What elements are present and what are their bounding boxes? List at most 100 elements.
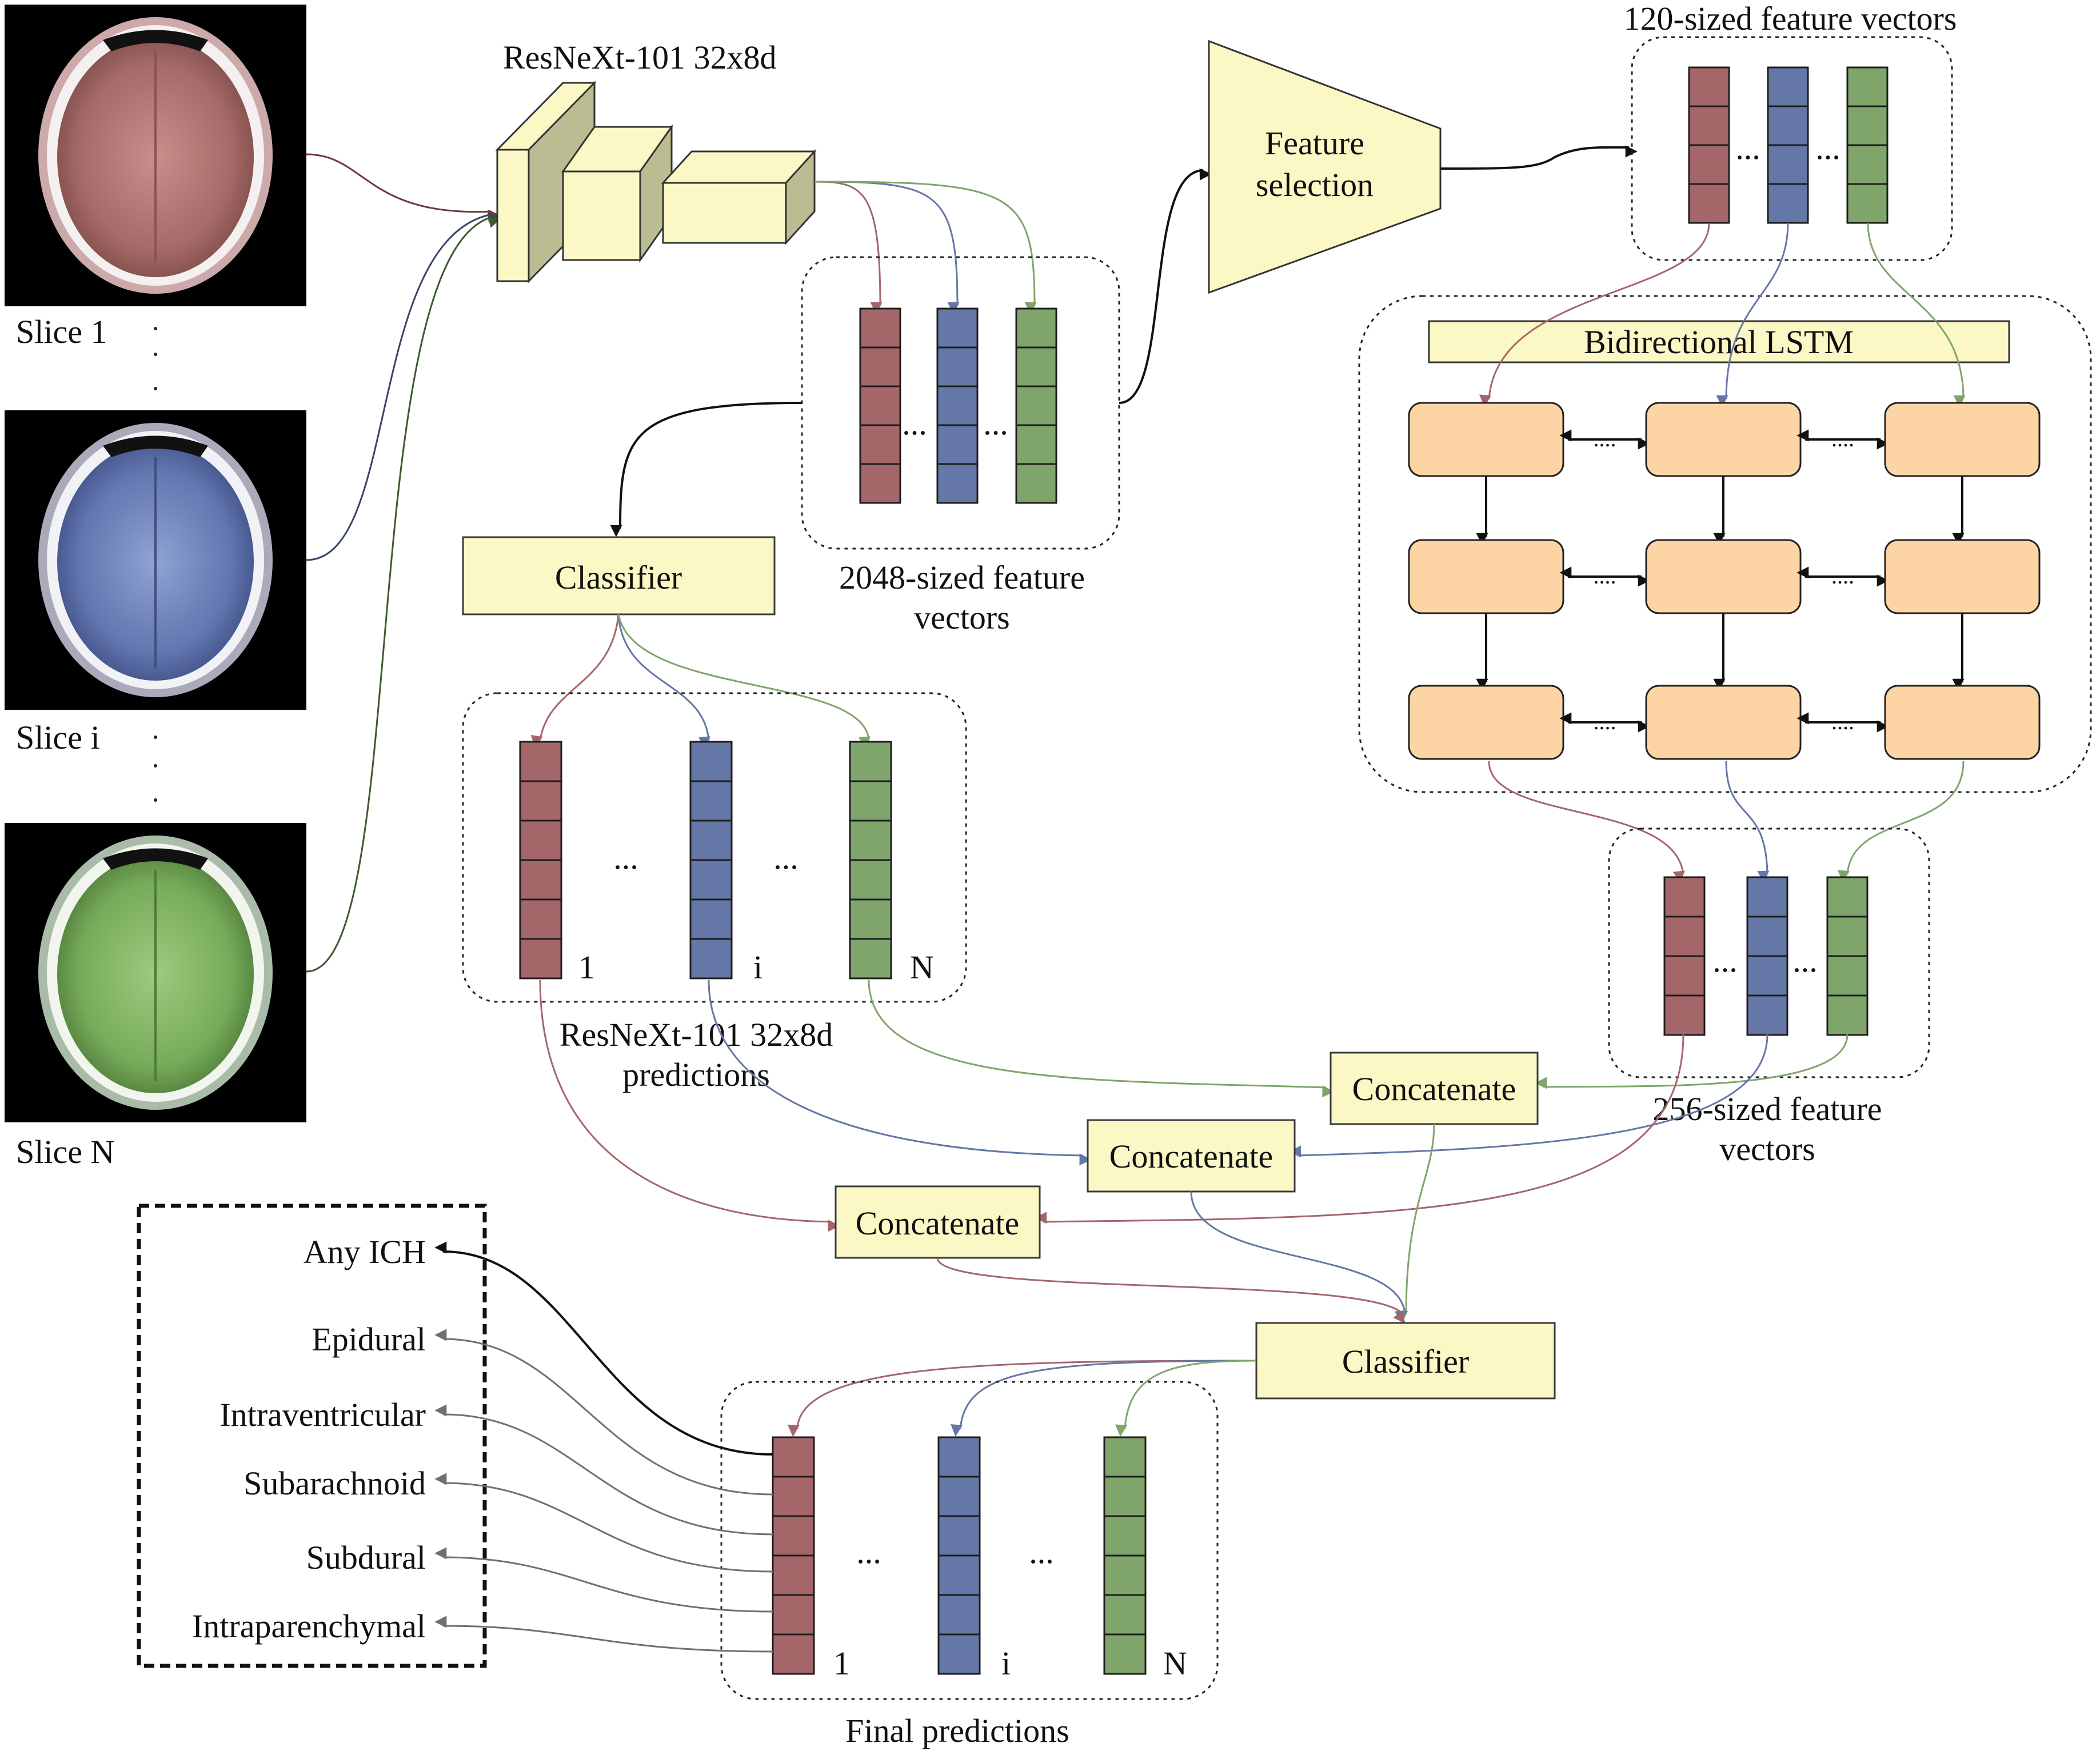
lstm-cell	[1884, 685, 2041, 760]
arrow-lstm-green	[1838, 761, 1965, 883]
classifier-bottom-label: Classifier	[1342, 1343, 1469, 1380]
feature-120-vector-red	[1688, 66, 1730, 224]
resnext-prediction-vector-blue	[689, 741, 733, 980]
arrow-backbone-red	[814, 181, 883, 314]
lstm-dots: ....	[1594, 563, 1616, 589]
classifier-top-label: Classifier	[555, 559, 682, 596]
arrow-concat-blue	[1190, 1191, 1407, 1324]
lstm-group	[1358, 295, 2092, 793]
backbone-label: ResNeXt-101 32x8d	[503, 39, 776, 76]
concatenate-blue-label: Concatenate	[1109, 1138, 1273, 1175]
lstm-dots: ....	[1831, 709, 1854, 734]
output-labels: Any ICH EpiduralIntraventricularSubarachn…	[192, 1233, 773, 1653]
slice-i-arrow	[306, 213, 501, 561]
output-label-intraparenchymal: Intraparenchymal	[192, 1608, 426, 1645]
resnext-prediction-vector-green	[849, 741, 892, 980]
concatenate-green-label: Concatenate	[1352, 1070, 1516, 1108]
slice-i-image	[5, 410, 306, 710]
output-label-subdural: Subdural	[306, 1539, 426, 1576]
lstm-cell	[1408, 402, 1564, 477]
feature-120-label: 120-sized feature vectors	[1624, 0, 1957, 37]
arrow-cls-blue	[617, 614, 710, 749]
feature-2048-label-1: 2048-sized feature	[839, 559, 1085, 596]
feature-2048-dots-1: ...	[902, 405, 927, 442]
vertical-ellipsis	[154, 327, 157, 802]
arrow-cls-red	[530, 614, 620, 748]
arrow-256-red	[1035, 1034, 1684, 1224]
arrow-final-green	[1115, 1360, 1257, 1437]
lstm-banner	[1428, 320, 2010, 363]
resnext-prediction-vector-red	[519, 741, 562, 980]
arrow-to-120	[1440, 145, 1638, 170]
arrow-backbone-blue	[814, 181, 960, 314]
feature-2048-vector-green	[1015, 307, 1057, 504]
lstm-cell	[1884, 539, 2041, 614]
final-preds-label: Final predictions	[845, 1712, 1069, 1749]
resnext-preds-dots-1: ...	[613, 839, 638, 876]
resnext-preds-index-i: i	[753, 949, 762, 986]
feature-256-vector-green	[1826, 876, 1869, 1036]
concatenate-green	[1330, 1052, 1539, 1125]
classifier-top	[462, 536, 776, 615]
feature-256-dots-1: ...	[1712, 942, 1738, 979]
lstm-dots: ....	[1831, 563, 1854, 589]
output-label-subarachnoid: Subarachnoid	[243, 1465, 426, 1502]
feature-120-vectors	[1688, 66, 1889, 224]
slice-n-label: Slice N	[16, 1133, 114, 1170]
arrow-lstm-red	[1488, 761, 1685, 884]
feature-selection-label-2: selection	[1256, 166, 1374, 203]
lstm-dots: ....	[1594, 426, 1616, 451]
lstm-label: Bidirectional LSTM	[1584, 323, 1854, 361]
feature-256-label-2: vectors	[1719, 1130, 1815, 1168]
concatenate-blue	[1087, 1119, 1296, 1193]
final-prediction-vector-red	[772, 1436, 815, 1675]
slice-1-image	[5, 5, 306, 306]
arrow-to-feature-selection	[1119, 168, 1212, 404]
output-label-epidural: Epidural	[312, 1321, 426, 1358]
lstm-cell	[1645, 685, 1802, 760]
lstm-cell	[1645, 402, 1802, 477]
resnext-preds-label-1: ResNeXt-101 32x8d	[560, 1016, 833, 1053]
slice-n-arrow	[306, 216, 501, 973]
feature-2048-vector-blue	[936, 307, 979, 504]
final-prediction-vector-blue	[937, 1436, 981, 1675]
feature-256-label-1: 256-sized feature	[1653, 1090, 1882, 1128]
output-label-intraventricular: Intraventricular	[219, 1396, 426, 1433]
lstm-cell	[1408, 539, 1564, 614]
feature-2048-vector-red	[859, 307, 901, 504]
output-arrow	[434, 1404, 773, 1536]
arrow-backbone-green	[814, 181, 1037, 314]
feature-120-dots-1: ...	[1735, 129, 1760, 166]
arrow-concat-green	[1396, 1124, 1435, 1323]
resnext-predictions-group	[462, 692, 967, 1003]
final-prediction-vectors	[772, 1436, 1147, 1675]
output-arrow	[434, 1241, 773, 1456]
final-preds-dots-2: ...	[1029, 1533, 1054, 1570]
lstm-cell	[1408, 685, 1564, 760]
arrow-to-classifier-top	[610, 402, 803, 537]
final-preds-dots-1: ...	[856, 1533, 881, 1570]
feature-256-dots-2: ...	[1792, 942, 1818, 979]
arrow-final-red	[787, 1360, 1257, 1437]
arrow-256-green	[1535, 1034, 1849, 1089]
arrow-pred-blue	[708, 980, 1092, 1166]
output-arrow	[434, 1329, 773, 1496]
feature-120-vector-green	[1846, 66, 1889, 224]
concatenate-red-label: Concatenate	[856, 1205, 1020, 1242]
lstm-cell	[1645, 539, 1802, 614]
arrow-pred-green	[868, 980, 1335, 1098]
feature-256-vector-blue	[1746, 876, 1788, 1036]
feature-2048-dots-2: ...	[983, 405, 1008, 442]
feature-256-vectors	[1663, 876, 1869, 1036]
arrow-120-blue	[1716, 222, 1789, 407]
final-preds-index-1: 1	[833, 1645, 850, 1682]
feature-120-group	[1631, 36, 1953, 261]
arrow-lstm-blue	[1725, 761, 1770, 883]
arrow-256-blue	[1289, 1034, 1768, 1158]
output-label-any-ich: Any ICH	[304, 1233, 426, 1270]
output-arrow	[434, 1473, 773, 1573]
arrow-final-blue	[951, 1360, 1257, 1437]
slice-1-arrow	[306, 153, 500, 222]
final-prediction-vector-green	[1103, 1436, 1147, 1675]
